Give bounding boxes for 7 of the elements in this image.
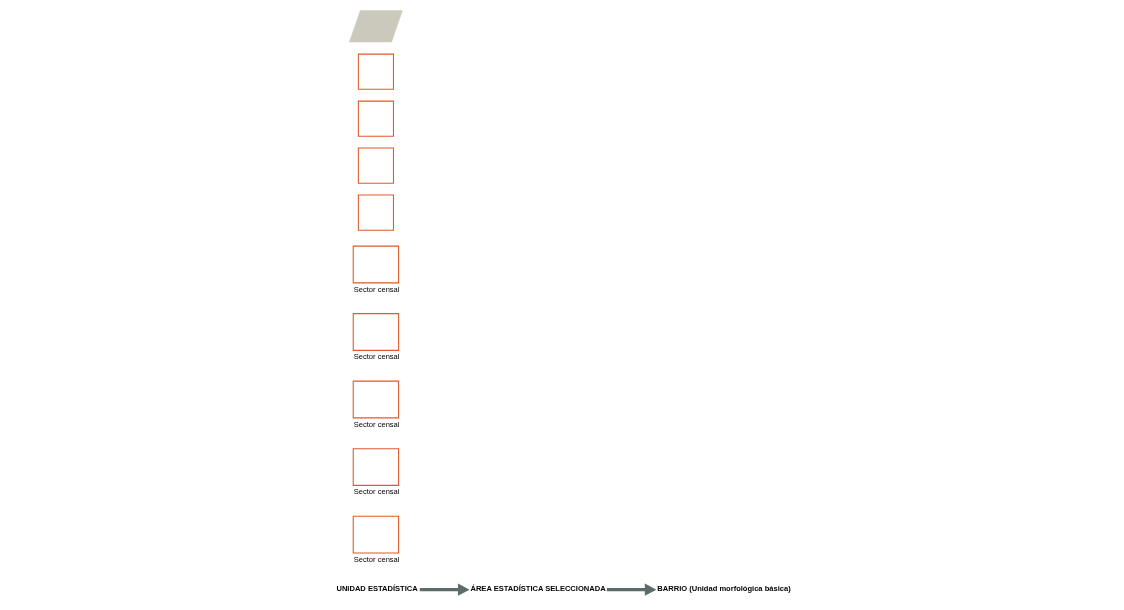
- node-box: [357, 53, 394, 90]
- node-box: [357, 194, 394, 231]
- arrow: [419, 583, 470, 596]
- node-parallelogram: [349, 10, 403, 43]
- arrow: [606, 583, 657, 596]
- node-box: [357, 147, 394, 184]
- node-box: [357, 100, 394, 137]
